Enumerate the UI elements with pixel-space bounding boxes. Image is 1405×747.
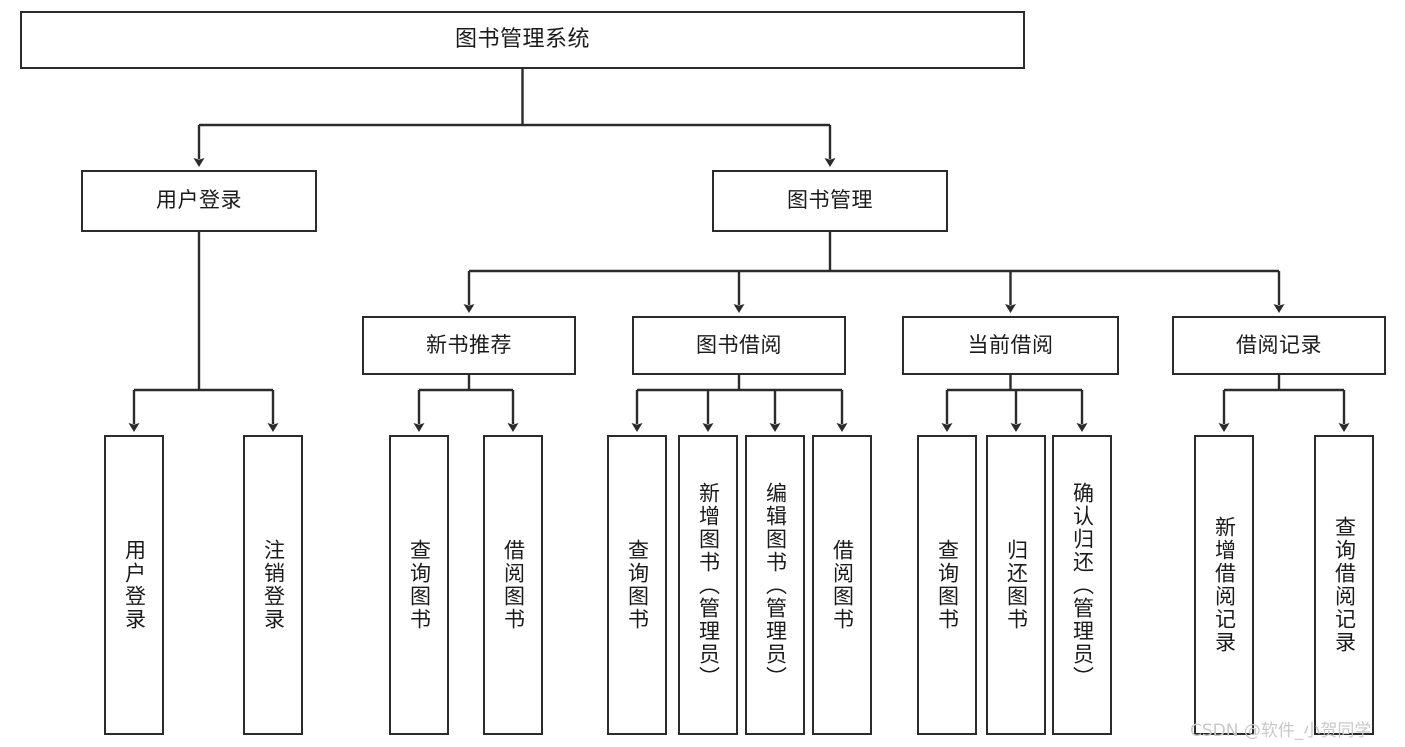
node-label: 查询图书 [935, 539, 960, 631]
node-label: 图书管理 [787, 188, 873, 213]
node-leaf_user_logout[interactable]: 注销登录 [243, 435, 303, 735]
node-label: 查询借阅记录 [1332, 516, 1357, 654]
node-leaf_cb_query[interactable]: 查询图书 [917, 435, 977, 735]
node-label: 当前借阅 [967, 332, 1054, 357]
csdn-watermark: CSDN @软件_小贺同学 [1190, 721, 1372, 741]
node-leaf_user_login[interactable]: 用户登录 [104, 435, 164, 735]
node-leaf_cb_confirm[interactable]: 确认归还（管理员） [1052, 435, 1112, 735]
node-label: 确认归还（管理员） [1070, 481, 1095, 689]
node-leaf_br_add[interactable]: 新增借阅记录 [1194, 435, 1254, 735]
node-label: 查询图书 [407, 539, 432, 631]
node-label: 借阅图书 [501, 539, 526, 631]
node-leaf_rec_borrow[interactable]: 借阅图书 [483, 435, 543, 735]
node-label: 注销登录 [261, 539, 286, 631]
node-book_mgmt[interactable]: 图书管理 [712, 170, 948, 232]
node-borrow_record[interactable]: 借阅记录 [1172, 316, 1386, 375]
node-label: 用户登录 [122, 539, 147, 631]
node-label: 新书推荐 [426, 332, 512, 357]
node-leaf_bb_add[interactable]: 新增图书（管理员） [678, 435, 738, 735]
node-label: 查询图书 [625, 539, 650, 631]
node-leaf_br_query[interactable]: 查询借阅记录 [1314, 435, 1374, 735]
node-user_login[interactable]: 用户登录 [81, 170, 317, 232]
node-label: 编辑图书（管理员） [763, 481, 788, 689]
node-label: 借阅图书 [830, 539, 855, 631]
node-label: 图书管理系统 [454, 26, 590, 52]
node-root[interactable]: 图书管理系统 [20, 11, 1025, 69]
node-label: 归还图书 [1004, 539, 1029, 631]
node-label: 新增图书（管理员） [696, 481, 721, 689]
node-leaf_cb_return[interactable]: 归还图书 [986, 435, 1046, 735]
node-label: 借阅记录 [1236, 332, 1322, 357]
node-new_book_rec[interactable]: 新书推荐 [362, 316, 576, 375]
node-leaf_bb_edit[interactable]: 编辑图书（管理员） [745, 435, 805, 735]
node-book_borrow[interactable]: 图书借阅 [632, 316, 846, 375]
node-label: 图书借阅 [696, 332, 782, 357]
node-current_borrow[interactable]: 当前借阅 [902, 316, 1119, 375]
node-leaf_bb_query[interactable]: 查询图书 [607, 435, 667, 735]
node-label: 用户登录 [156, 188, 242, 213]
node-leaf_rec_query[interactable]: 查询图书 [389, 435, 449, 735]
node-leaf_bb_borrow[interactable]: 借阅图书 [812, 435, 872, 735]
node-label: 新增借阅记录 [1212, 516, 1237, 654]
